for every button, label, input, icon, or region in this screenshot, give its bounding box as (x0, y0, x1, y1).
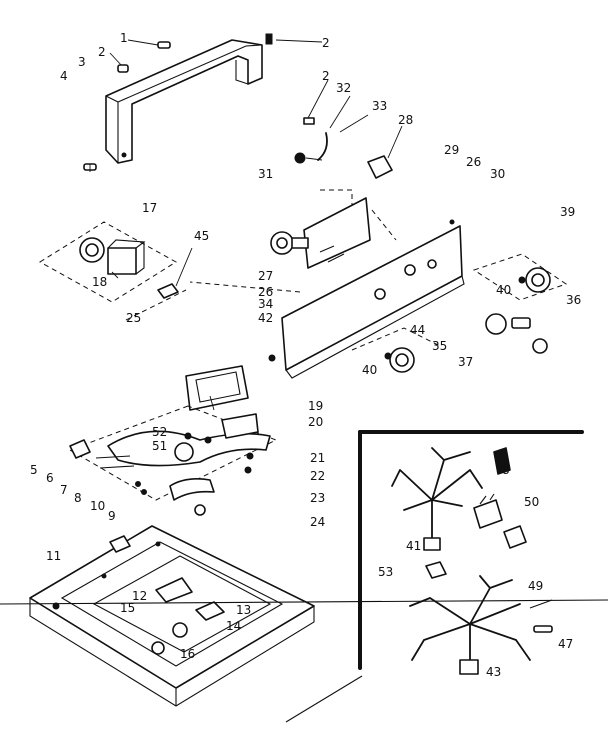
wire-harness-41 (391, 447, 527, 551)
callout-c4: 4 (60, 69, 68, 83)
callout-c26a: 26 (466, 155, 481, 169)
callout-c52: 52 (152, 425, 167, 439)
callout-c2b: 2 (322, 36, 330, 50)
callout-c41: 41 (406, 539, 421, 553)
callout-c24: 24 (310, 515, 325, 529)
wire-harness-43 (409, 561, 553, 675)
timer-knob-assembly (294, 79, 403, 205)
callout-c36: 36 (566, 293, 581, 307)
callout-c22: 22 (310, 469, 325, 483)
callout-c30: 30 (490, 167, 505, 181)
callout-c29: 29 (444, 143, 459, 157)
callout-c12: 12 (132, 589, 147, 603)
callout-c13: 13 (236, 603, 251, 617)
callout-c18: 18 (92, 275, 107, 289)
callout-c15: 15 (120, 601, 135, 615)
callout-c28: 28 (398, 113, 413, 127)
callout-c39: 39 (560, 205, 575, 219)
callout-c8a: 8 (74, 491, 82, 505)
callout-c40a: 40 (496, 283, 511, 297)
callout-c43: 43 (486, 665, 501, 679)
callout-c17: 17 (142, 201, 157, 215)
page-rule (0, 599, 608, 605)
callout-c51: 51 (152, 439, 167, 453)
callout-c45: 45 (194, 229, 209, 243)
callout-c23: 23 (310, 491, 325, 505)
control-panel (189, 197, 465, 379)
callout-c2c: 2 (322, 69, 330, 83)
callout-c32: 32 (336, 81, 351, 95)
callout-c53: 53 (378, 565, 393, 579)
callout-c2a: 2 (98, 45, 106, 59)
callout-labels: 1222343233283129263039174518252726344240… (30, 31, 581, 679)
selector-knobs (351, 253, 568, 373)
callout-c7: 7 (60, 483, 68, 497)
callout-c16: 16 (180, 647, 195, 661)
callout-c37: 37 (458, 355, 473, 369)
timer-dial-27 (270, 231, 309, 255)
callout-c49: 49 (528, 579, 543, 593)
screws-top (83, 33, 323, 172)
callout-c10: 10 (90, 499, 105, 513)
callout-c47: 47 (558, 637, 573, 651)
callout-c25: 25 (126, 311, 141, 325)
callout-c9: 9 (108, 509, 116, 523)
callout-c35: 35 (432, 339, 447, 353)
motor-mount-assembly (68, 365, 278, 516)
callout-c31: 31 (258, 167, 273, 181)
callout-c19: 19 (308, 399, 323, 413)
callout-c34: 34 (258, 297, 273, 311)
callout-c21: 21 (310, 451, 325, 465)
callout-c5: 5 (30, 463, 38, 477)
callout-c3: 3 (78, 55, 86, 69)
cabinet-top (29, 525, 315, 707)
callout-c20: 20 (308, 415, 323, 429)
callout-c33: 33 (372, 99, 387, 113)
callout-c14: 14 (226, 619, 241, 633)
callout-c26b: 26 (258, 285, 273, 299)
console-handle (105, 39, 263, 164)
callout-c8b: 8 (502, 463, 510, 477)
callout-c50: 50 (524, 495, 539, 509)
callout-c42: 42 (258, 311, 273, 325)
callout-c40b: 40 (362, 363, 377, 377)
wiring-inset (285, 430, 584, 723)
callout-c1: 1 (120, 31, 128, 45)
callout-c27: 27 (258, 269, 273, 283)
callout-c11: 11 (46, 549, 61, 563)
callout-c44: 44 (410, 323, 425, 337)
water-level-switch (39, 221, 193, 321)
callout-c6: 6 (46, 471, 54, 485)
